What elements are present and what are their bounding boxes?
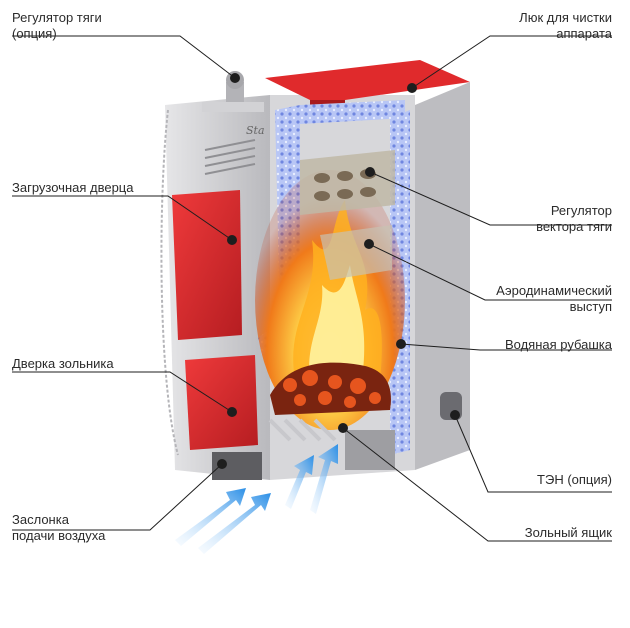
leader-heating-element: [454, 414, 612, 493]
label-cleaning-hatch: Люк для чистки аппарата: [519, 10, 612, 42]
leader-water-jacket: [400, 343, 612, 351]
cleaning-hatch-lid: [265, 60, 470, 100]
label-ash-door: Дверка зольника: [12, 356, 114, 372]
chain: [160, 109, 179, 456]
thrust-vector-regulator-plate: [300, 150, 395, 215]
leader-draft-regulator: [12, 35, 236, 79]
label-thrust-vector-line2: вектора тяги: [536, 219, 612, 234]
leader-loading-door: [12, 195, 233, 241]
leader-cleaning-hatch: [411, 35, 612, 89]
brand-logo: Sta: [246, 124, 265, 137]
label-aerodynamic-line1: Аэродинамический: [496, 283, 612, 298]
label-heating-element: ТЭН (опция): [537, 472, 612, 488]
leader-air-damper: [12, 463, 223, 531]
label-draft-regulator: Регулятор тяги (опция): [12, 10, 102, 42]
boiler-right-panel: [415, 82, 470, 470]
label-loading-door: Загрузочная дверца: [12, 180, 133, 196]
label-cleaning-hatch-line2: аппарата: [556, 26, 612, 41]
label-aerodynamic-ledge: Аэродинамический выступ: [496, 283, 612, 315]
ash-box: [345, 430, 395, 470]
leader-lines: [12, 35, 612, 542]
label-water-jacket-line1: Водяная рубашка: [504, 337, 612, 352]
label-ash-box-line1: Зольный ящик: [524, 525, 612, 540]
label-water-jacket: Водяная рубашка: [505, 337, 612, 353]
label-draft-regulator-line1: Регулятор тяги: [12, 10, 102, 25]
leader-ash-door: [12, 371, 233, 413]
label-cleaning-hatch-line1: Люк для чистки: [519, 10, 612, 25]
label-heating-element-line1: ТЭН (опция): [537, 472, 612, 487]
label-loading-door-line1: Загрузочная дверца: [12, 180, 134, 195]
leader-aerodynamic: [368, 243, 612, 301]
front-vents: [204, 139, 256, 175]
air-flow-arrows: [175, 444, 338, 554]
loading-door: [172, 190, 242, 340]
leader-thrust-vector: [369, 171, 612, 226]
label-ash-box: Зольный ящик: [525, 525, 612, 541]
leader-dots: [217, 73, 460, 469]
water-jacket-top: [300, 100, 405, 124]
coals: [283, 370, 381, 408]
label-air-damper: Заслонка подачи воздуха: [12, 512, 105, 544]
grate: [268, 418, 337, 442]
label-air-damper-line2: подачи воздуха: [12, 528, 106, 543]
label-thrust-vector-regulator: Регулятор вектора тяги: [536, 203, 612, 235]
leader-ash-box: [342, 427, 612, 542]
flame-core: [309, 265, 365, 380]
label-thrust-vector-line1: Регулятор: [550, 203, 612, 218]
ash-door: [185, 355, 258, 450]
label-ash-door-line1: Дверка зольника: [12, 356, 114, 371]
aerodynamic-ledge: [320, 225, 392, 280]
label-aerodynamic-line2: выступ: [569, 299, 612, 314]
label-air-damper-line1: Заслонка: [12, 512, 69, 527]
label-draft-regulator-line2: (опция): [12, 26, 57, 41]
